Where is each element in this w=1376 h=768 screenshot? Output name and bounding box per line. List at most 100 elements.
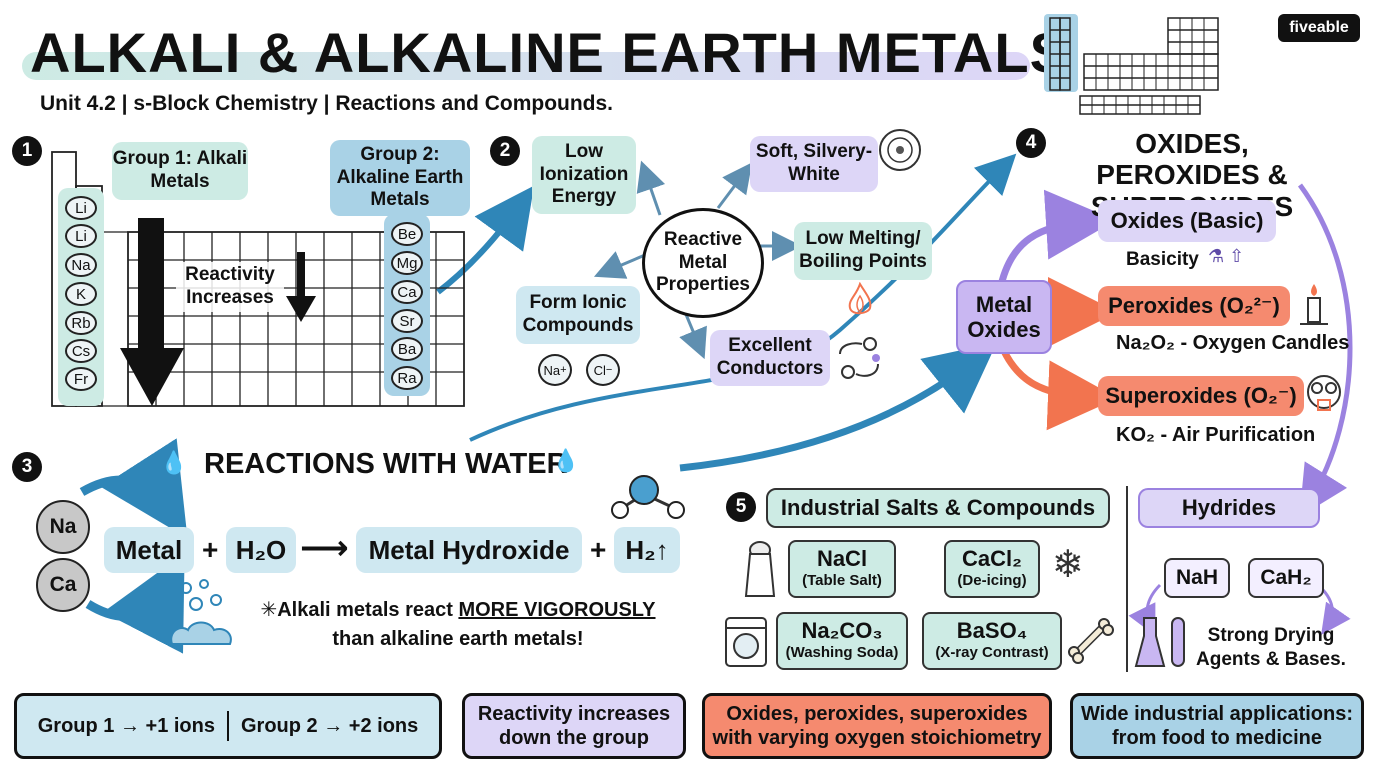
page-subtitle: Unit 4.2 | s-Block Chemistry | Reactions… xyxy=(40,92,614,115)
fiveable-logo[interactable]: fiveable xyxy=(1278,14,1360,42)
compound-nacl: NaCl (Table Salt) xyxy=(788,540,896,598)
compound-na2co3-desc: (Washing Soda) xyxy=(785,644,899,661)
footer-ions-divider xyxy=(227,711,229,741)
section-3-badge: 3 xyxy=(12,452,42,482)
section-5-badge: 5 xyxy=(726,492,756,522)
bubbles-icon xyxy=(170,579,232,645)
reactivity-arrow-small xyxy=(286,252,316,322)
gas-mask-icon xyxy=(1307,375,1341,411)
compound-nacl-formula: NaCl xyxy=(816,546,868,571)
periodic-table-icon xyxy=(1044,14,1219,115)
lab-flasks-icon xyxy=(1134,617,1185,667)
section-divider xyxy=(1126,486,1128,672)
footer-applications-box: Wide industrial applications: from food … xyxy=(1070,693,1364,759)
atom-icon xyxy=(879,129,921,171)
compound-na2co3-formula: Na₂CO₃ xyxy=(801,618,883,643)
group-2-label: Group 2: Alkaline Earth Metals xyxy=(330,140,470,216)
element-ca: Ca xyxy=(391,280,423,304)
reactive-metal-properties-center: Reactive Metal Properties xyxy=(642,208,764,318)
reactivity-arrow-big xyxy=(120,218,184,406)
snowflake-icon: ❄ xyxy=(1052,544,1084,586)
equation-plus-2: + xyxy=(590,534,607,565)
compound-cacl2: CaCl₂ (De-icing) xyxy=(944,540,1040,598)
ion-na-symbol: Na xyxy=(543,362,561,378)
compound-cacl2-desc: (De-icing) xyxy=(957,572,1027,589)
element-li: Li xyxy=(65,224,97,248)
compound-na2co3: Na₂CO₃ (Washing Soda) xyxy=(776,612,908,670)
excellent-conductors-card: Excellent Conductors xyxy=(710,330,830,386)
oxides-basic-card: Oxides (Basic) xyxy=(1098,200,1276,242)
superoxides-note: KO₂ - Air Purification xyxy=(1116,424,1316,446)
reactions-with-water-title: REACTIONS WITH WATER xyxy=(204,448,568,480)
section-2-badge: 2 xyxy=(490,136,520,166)
equation-hydrogen: H₂↑ xyxy=(614,527,680,573)
element-sr: Sr xyxy=(391,309,423,333)
vigor-note: ✳Alkali metals react MORE VIGOROUSLY tha… xyxy=(248,596,668,654)
superoxides-card: Superoxides (O₂⁻) xyxy=(1098,376,1304,416)
low-ionization-card: Low Ionization Energy xyxy=(532,136,636,214)
water-drops-icon: 💧 xyxy=(160,450,188,475)
vigor-note-suffix: than alkaline earth metals! xyxy=(332,628,584,650)
element-rb: Rb xyxy=(65,311,97,335)
equation-plus-1: + xyxy=(202,534,219,565)
footer-group1-ions: Group 1 → +1 ions xyxy=(37,715,215,737)
footer-group2-ions: Group 2 → +2 ions xyxy=(241,715,419,737)
equation-metal-hydroxide: Metal Hydroxide xyxy=(356,527,582,573)
page-title: ALKALI & ALKALINE EARTH METALS xyxy=(30,21,1068,84)
equation-water: H₂O xyxy=(226,527,296,573)
basicity-icons: ⚗ ⇧ xyxy=(1208,246,1245,266)
element-ra: Ra xyxy=(391,366,423,390)
element-ba: Ba xyxy=(391,337,423,361)
compound-baso4: BaSO₄ (X-ray Contrast) xyxy=(922,612,1062,670)
form-ionic-compounds-card: Form Ionic Compounds xyxy=(516,286,640,344)
basicity-note: Basicity xyxy=(1126,249,1199,270)
hydrides-title: Hydrides xyxy=(1138,488,1320,528)
ion-na-charge: + xyxy=(560,364,567,376)
candle-icon xyxy=(1300,284,1328,325)
footer-ions-box: Group 1 → +1 ions Group 2 → +2 ions xyxy=(14,693,442,759)
circuit-icon xyxy=(839,337,880,379)
element-li-top: Li xyxy=(65,196,97,220)
ion-cl-symbol: Cl xyxy=(593,362,606,378)
low-melting-card: Low Melting/ Boiling Points xyxy=(794,222,932,280)
compound-baso4-desc: (X-ray Contrast) xyxy=(935,644,1049,661)
element-be: Be xyxy=(391,222,423,246)
element-mg: Mg xyxy=(391,251,423,275)
water-splash-icon: 💧 xyxy=(552,448,580,473)
hydride-cah2: CaH₂ xyxy=(1248,558,1324,598)
footer-reactivity-box: Reactivity increases down the group xyxy=(462,693,686,759)
section-4-badge: 4 xyxy=(1016,128,1046,158)
hydride-nah: NaH xyxy=(1164,558,1230,598)
element-k: K xyxy=(65,282,97,306)
water-molecule-icon xyxy=(611,475,685,519)
equation-arrow: ⟶ xyxy=(300,529,349,567)
compound-baso4-formula: BaSO₄ xyxy=(956,618,1028,643)
ion-na: Na+ xyxy=(538,354,572,386)
ion-cl-charge: − xyxy=(605,364,613,376)
element-cs: Cs xyxy=(65,339,97,363)
title-highlight xyxy=(22,52,1030,80)
footer-oxides-box: Oxides, peroxides, superoxides with vary… xyxy=(702,693,1052,759)
group-1-label: Group 1: Alkali Metals xyxy=(112,142,248,200)
compound-cacl2-formula: CaCl₂ xyxy=(962,546,1022,571)
metal-oxides-node: Metal Oxides xyxy=(956,280,1052,354)
peroxides-note: Na₂O₂ - Oxygen Candles xyxy=(1116,332,1350,354)
washing-machine-icon xyxy=(725,617,767,667)
vigor-note-emphasis: MORE VIGOROUSLY xyxy=(458,599,656,621)
metal-ca-ball: Ca xyxy=(36,558,90,612)
hydrides-note: Strong Drying Agents & Bases. xyxy=(1196,625,1346,670)
salt-shaker-icon xyxy=(744,541,776,597)
element-na: Na xyxy=(65,253,97,277)
ion-cl: Cl− xyxy=(586,354,620,386)
industrial-salts-title: Industrial Salts & Compounds xyxy=(766,488,1110,528)
compound-nacl-desc: (Table Salt) xyxy=(802,572,882,589)
peroxides-card: Peroxides (O₂²⁻) xyxy=(1098,286,1290,326)
bone-icon xyxy=(1068,618,1114,664)
element-fr: Fr xyxy=(65,367,97,391)
soft-silvery-card: Soft, Silvery-White xyxy=(750,136,878,192)
section-1-badge: 1 xyxy=(12,136,42,166)
flame-icon xyxy=(848,282,872,315)
vigor-note-prefix: ✳Alkali metals react xyxy=(260,599,459,621)
reactivity-label: Reactivity Increases xyxy=(176,262,284,312)
metal-na-ball: Na xyxy=(36,500,90,554)
